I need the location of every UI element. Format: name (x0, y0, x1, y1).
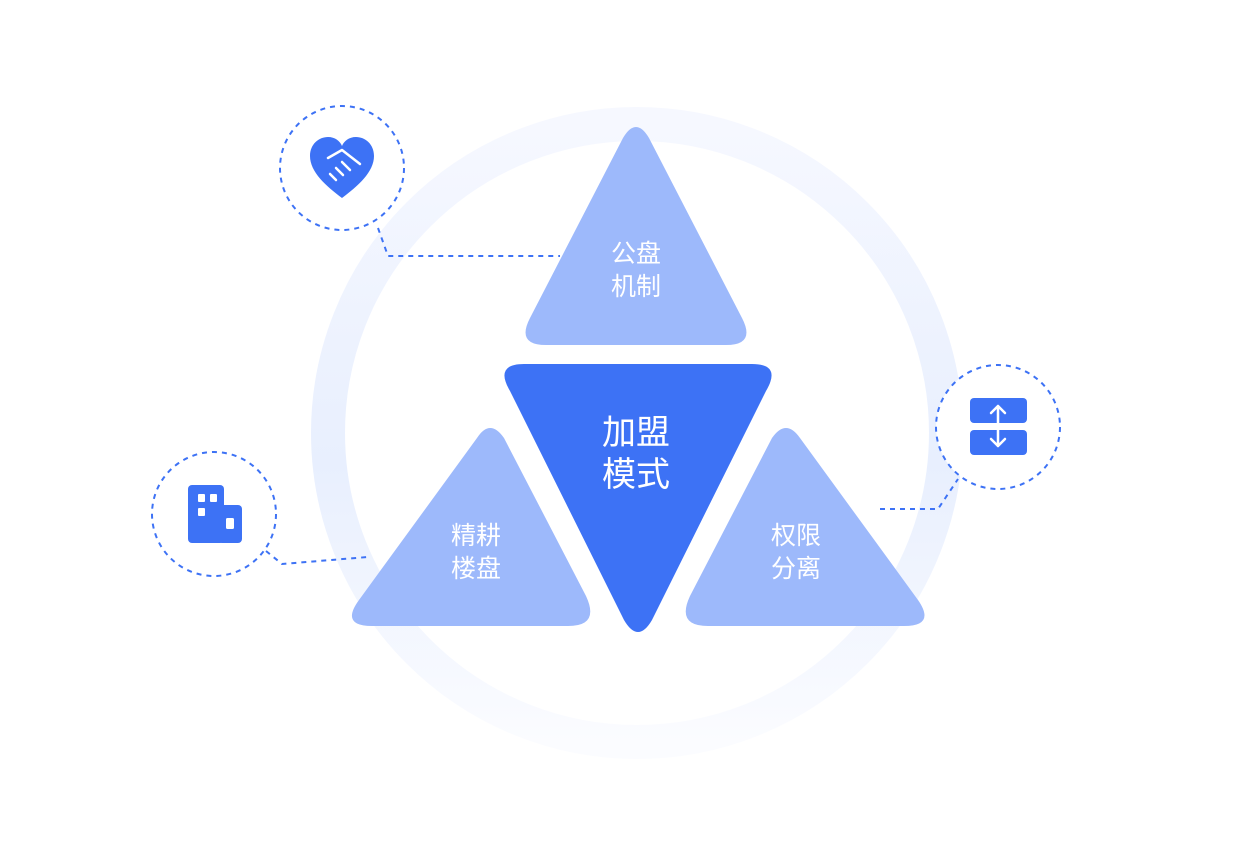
top-label-line1: 公盘 (611, 239, 661, 268)
center-label-line1: 加盟 (602, 413, 670, 453)
connector-right (880, 478, 959, 510)
center-triangle (504, 364, 772, 632)
left-label-line2: 楼盘 (451, 554, 501, 583)
right-label-line1: 权限 (771, 521, 821, 550)
right-label-line2: 分离 (771, 554, 821, 583)
left-label-line1: 精耕 (451, 521, 501, 550)
split-arrows-icon (935, 364, 1061, 490)
top-triangle (525, 127, 747, 345)
center-label-line2: 模式 (602, 455, 670, 495)
connector-left (265, 550, 369, 566)
connectors (265, 227, 959, 566)
connector-top (377, 227, 560, 257)
left-triangle (351, 428, 591, 626)
handshake-heart-icon (279, 105, 405, 231)
building-icon (151, 451, 277, 577)
top-label-line2: 机制 (611, 272, 661, 301)
right-triangle (685, 428, 925, 626)
